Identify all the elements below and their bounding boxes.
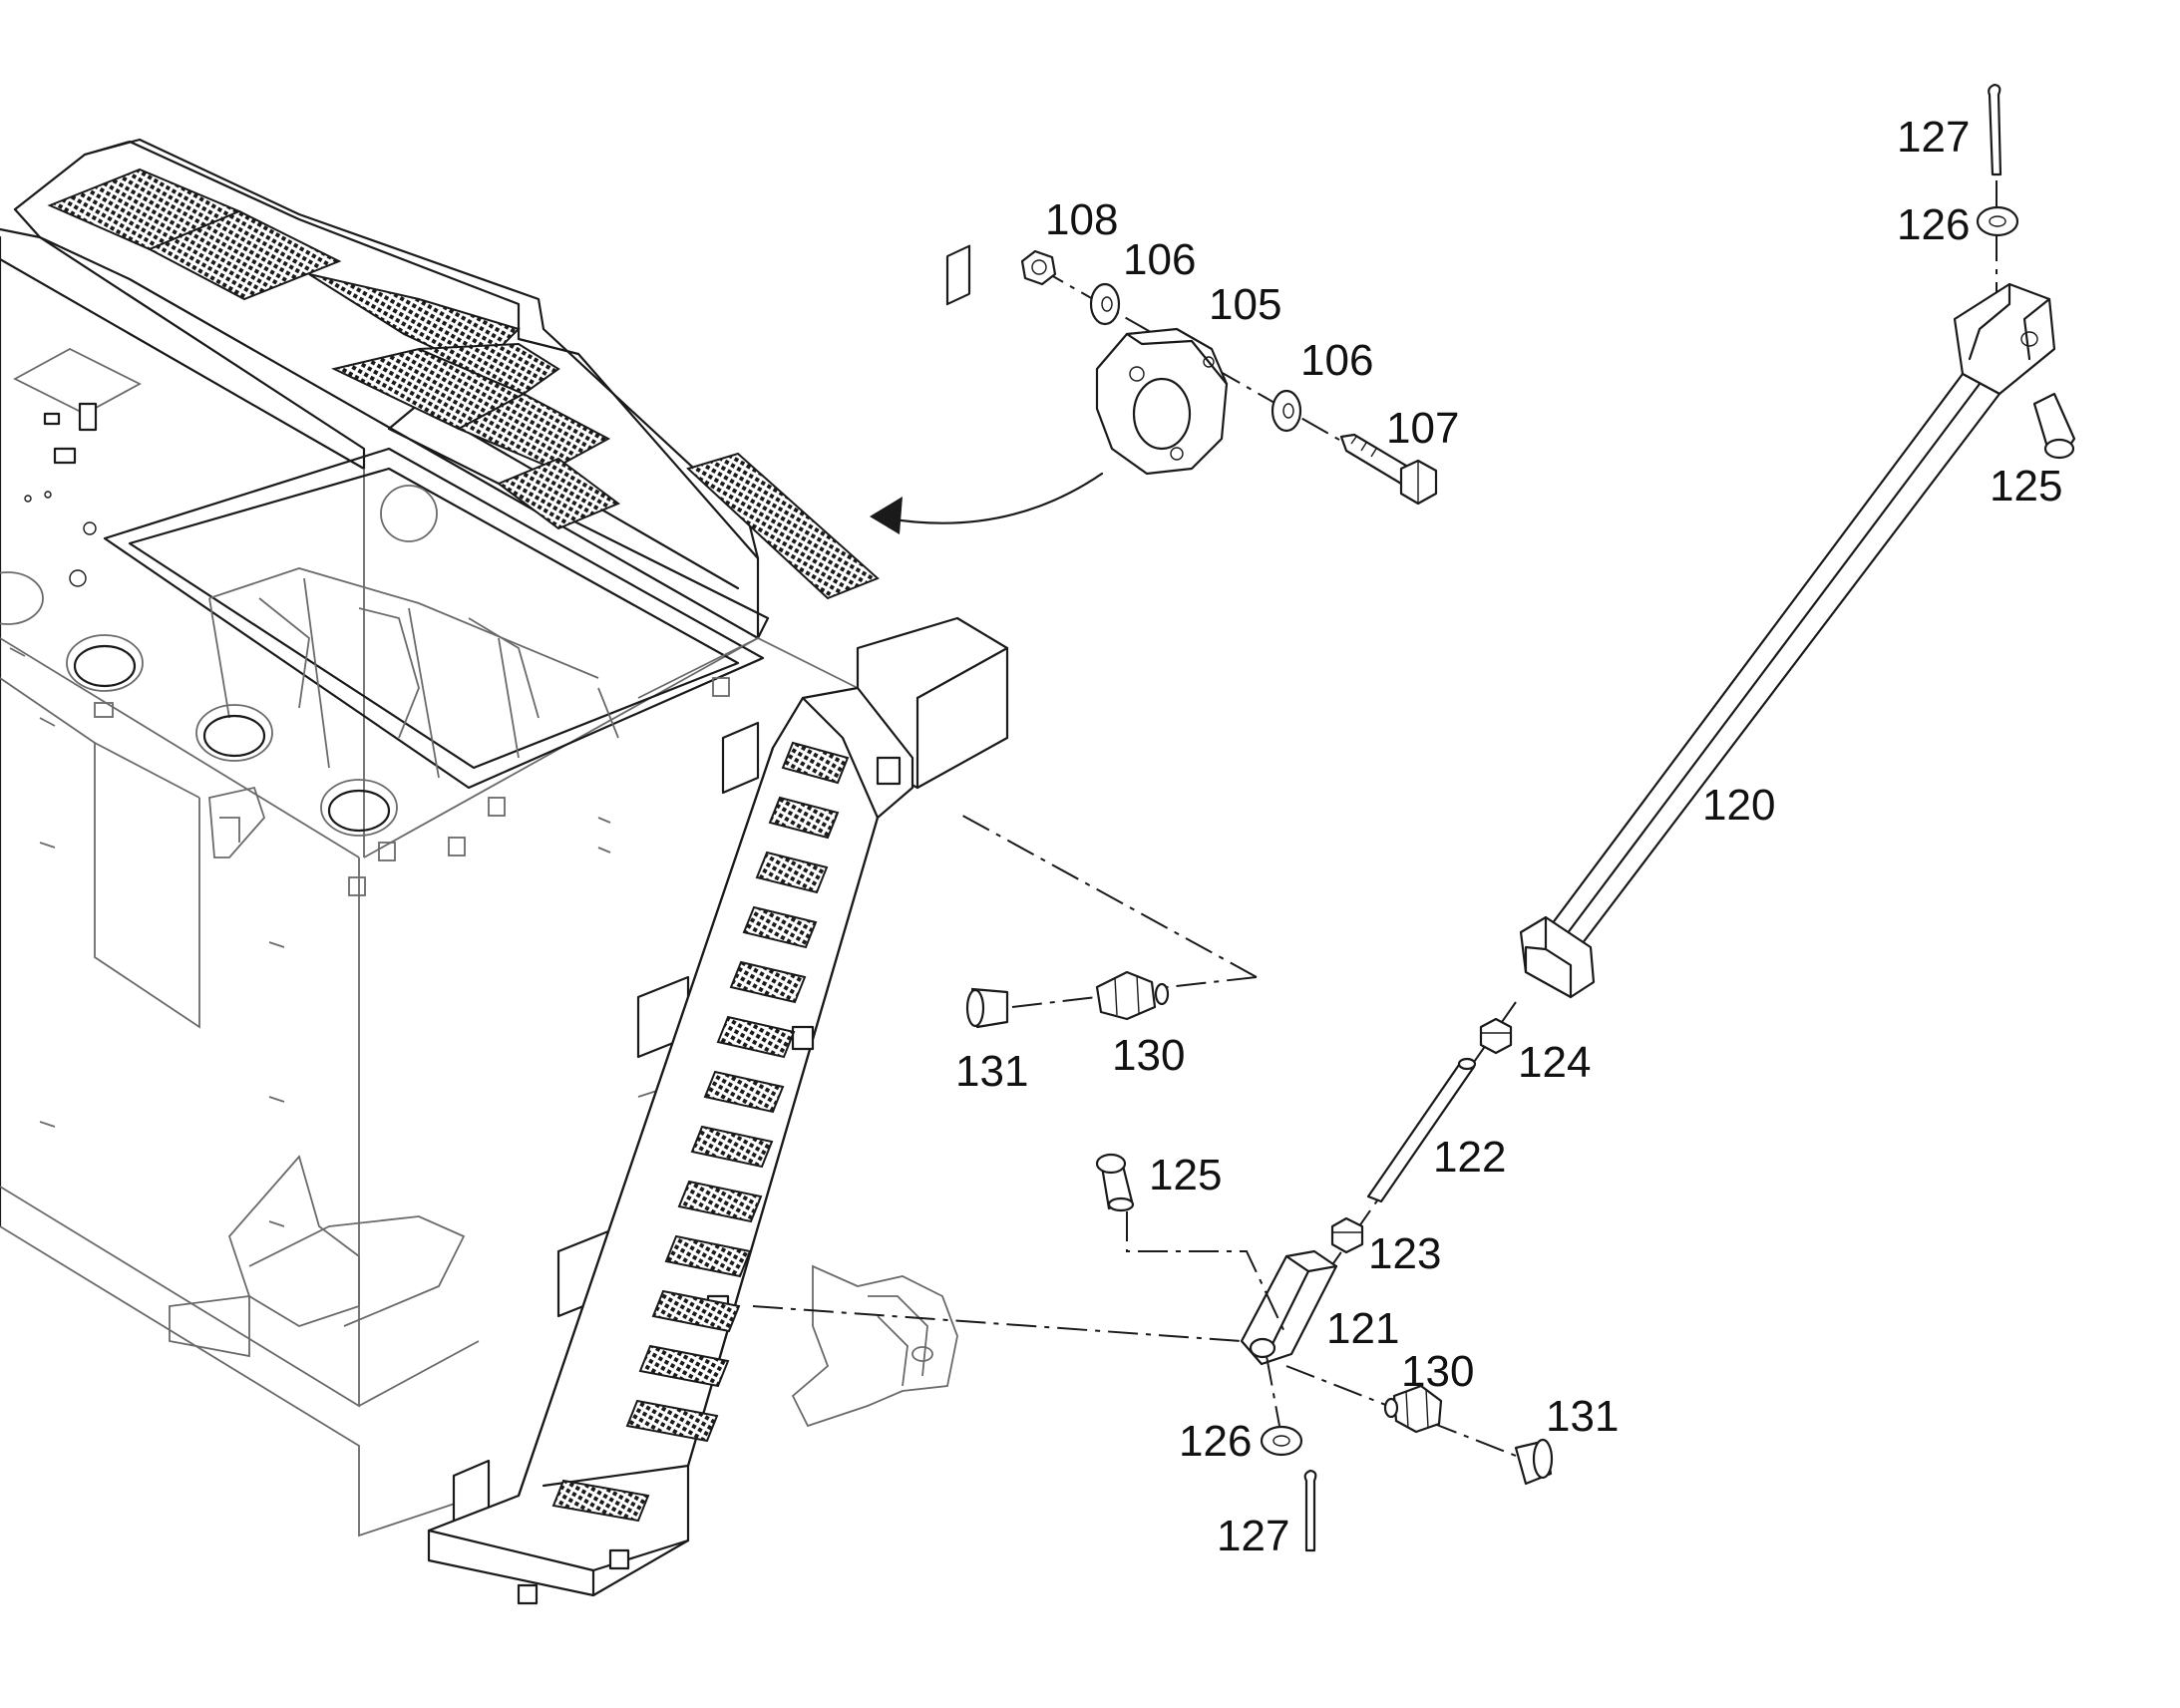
brace-rod [1519, 83, 2076, 999]
callout-121: 121 [1326, 1304, 1399, 1353]
callout-131-lower: 131 [1546, 1392, 1619, 1441]
callout-126-lower: 126 [1179, 1417, 1252, 1466]
callout-120: 120 [1702, 781, 1775, 830]
pin-lower [1095, 1153, 1287, 1337]
callout-105: 105 [1209, 280, 1281, 329]
adjuster-assembly [1240, 1001, 1517, 1552]
callout-131-upper: 131 [955, 1047, 1028, 1096]
callout-108: 108 [1045, 195, 1118, 244]
pivot-bracket [791, 1264, 958, 1428]
callout-labels: 108 106 105 106 107 127 126 125 120 124 … [955, 113, 2062, 1560]
callout-122: 122 [1433, 1133, 1506, 1182]
machine-frame [0, 138, 1009, 1537]
stair-treads [551, 741, 850, 1523]
spacer-assembly [1020, 249, 1438, 506]
callout-130-upper: 130 [1112, 1031, 1185, 1080]
callout-106-upper: 106 [1123, 235, 1196, 284]
callout-127-upper: 127 [1897, 113, 1970, 162]
staircase [427, 686, 914, 1605]
callout-125-lower: 125 [1149, 1151, 1222, 1199]
grease-fittings [752, 812, 1554, 1486]
callout-123: 123 [1368, 1229, 1441, 1278]
callout-125-upper: 125 [1990, 462, 2062, 511]
callout-130-lower: 130 [1401, 1347, 1474, 1396]
callout-107: 107 [1386, 404, 1459, 453]
callout-106-lower: 106 [1300, 336, 1373, 385]
callout-127-lower: 127 [1217, 1512, 1289, 1560]
callout-124: 124 [1518, 1038, 1591, 1087]
callout-126-upper: 126 [1897, 200, 1970, 249]
location-arrow [870, 472, 1104, 534]
